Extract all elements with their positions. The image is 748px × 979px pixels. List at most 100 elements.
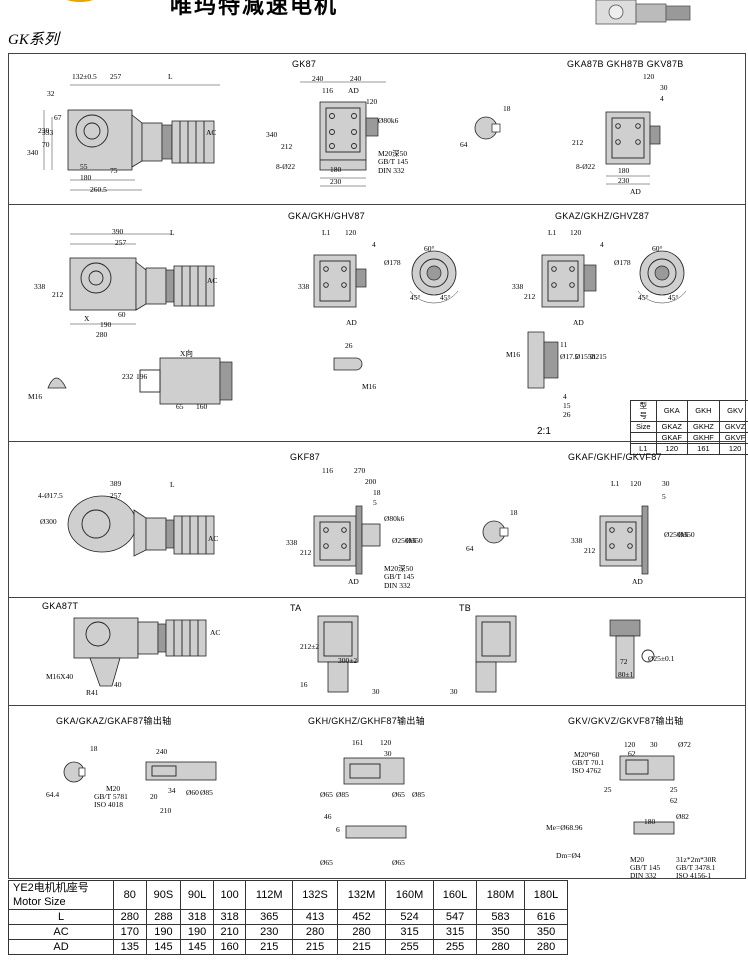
table-row: 型号 GKA GKH GKV xyxy=(630,400,748,422)
header: 唯玛特减速电机 xyxy=(0,0,748,30)
dim-label: 270 xyxy=(354,466,366,475)
dim-label: Ø85 xyxy=(412,790,425,799)
dim-label: 15 xyxy=(563,401,571,410)
dim-label: 338 xyxy=(34,282,46,291)
table-cell: 280 xyxy=(475,939,526,955)
table-row: GKAF GKHF GKVF xyxy=(630,432,748,444)
table-row: AD 135 145 145 160 215 215 215 255 255 2… xyxy=(8,939,568,955)
gkf87-front-view xyxy=(313,505,381,575)
dim-label: AD xyxy=(573,318,584,327)
table-cell: 280 xyxy=(337,924,387,940)
table-cell: 135 xyxy=(113,939,147,955)
dim-label: 190 xyxy=(100,320,112,329)
dim-label: 60° xyxy=(652,244,663,253)
dim-label: AC xyxy=(206,128,217,137)
dim-label: Ø215 xyxy=(590,352,607,361)
dim-label: 25 xyxy=(670,785,678,794)
gkaz87-front-view xyxy=(541,250,687,308)
dim-label: AD xyxy=(348,577,359,586)
dim-label: GB/T 145 xyxy=(384,572,415,581)
dim-label: AC xyxy=(208,534,219,543)
dim-label: 338 xyxy=(298,282,310,291)
dim-label: 180 xyxy=(644,817,656,826)
dim-label: Ø25±0.1 xyxy=(648,654,675,663)
dim-label: 80±1 xyxy=(618,670,634,679)
size-cell: 112M xyxy=(245,880,294,910)
dim-label: 8-Ø22 xyxy=(576,162,596,171)
table-cell: GKH xyxy=(687,400,720,422)
table-cell: GKAZ xyxy=(655,421,689,433)
dim-label: M20 xyxy=(630,855,645,864)
dim-label: M20 xyxy=(106,784,121,793)
dim-label: 257 xyxy=(110,72,122,81)
motor-size-label-en: Motor Size xyxy=(13,896,66,908)
dim-label: 55 xyxy=(80,162,88,171)
table-cell: GKVF xyxy=(718,432,748,444)
dim-label: 62 xyxy=(628,749,636,758)
table-cell: 255 xyxy=(385,939,435,955)
dim-label: ISO 4762 xyxy=(572,766,601,775)
table-cell: 120 xyxy=(718,443,748,455)
table-cell: 190 xyxy=(145,924,182,940)
dim-label: Me=Ø68.96 xyxy=(546,823,583,832)
gkh-output-shaft xyxy=(343,757,407,839)
dim-label: 32 xyxy=(47,89,55,98)
table-cell: 318 xyxy=(180,909,214,925)
dim-label: 31z*2m*30R xyxy=(676,855,717,864)
section-divider xyxy=(9,204,745,205)
gk87-front-view xyxy=(300,81,386,187)
dim-label: 116 xyxy=(322,466,333,475)
dim-label: 62 xyxy=(670,796,678,805)
dim-label: 240 xyxy=(156,747,168,756)
dim-label: M16 xyxy=(28,392,43,401)
gka-shaft-title: GKA/GKAZ/GKAF87输出轴 xyxy=(56,716,172,726)
dim-label: AD xyxy=(348,86,359,95)
dim-label: 340 xyxy=(266,130,278,139)
dim-label: 26 xyxy=(345,341,353,350)
table-cell: 120 xyxy=(655,443,689,455)
dim-label: 338 xyxy=(512,282,524,291)
dim-label: M20深50 xyxy=(384,564,414,573)
dim-label: 45° xyxy=(638,293,649,302)
dim-label: 34 xyxy=(168,786,176,795)
dim-label: 45° xyxy=(410,293,421,302)
dim-label: 212 xyxy=(300,548,312,557)
dim-label: 280 xyxy=(96,330,108,339)
size-cell: 80 xyxy=(113,880,147,910)
size-cell: 132S xyxy=(292,880,339,910)
dim-label: 257 xyxy=(110,491,122,500)
table-cell: 315 xyxy=(385,924,435,940)
dim-label: 116 xyxy=(322,86,333,95)
dim-label: 338 xyxy=(286,538,298,547)
table-cell: 210 xyxy=(212,924,247,940)
dim-label: L xyxy=(170,480,175,489)
torque-bush-detail xyxy=(609,619,655,679)
brand-name: 唯玛特减速电机 xyxy=(170,0,339,18)
dim-label: 4 xyxy=(600,240,604,249)
size-cell: 90S xyxy=(145,880,182,910)
dim-label: Ø65 xyxy=(392,790,405,799)
dim-label: DIN 332 xyxy=(384,581,411,590)
gk87b-title: GKA87B GKH87B GKV87B xyxy=(567,59,684,69)
gkaf87-title: GKAF/GKHF/GKVF87 xyxy=(568,452,662,462)
dim-label: Ø350 xyxy=(678,530,695,539)
gkaf87-front-view xyxy=(599,505,649,575)
dim-label: Ø300 xyxy=(40,517,57,526)
dim-label: 30 xyxy=(384,749,392,758)
dim-label: 120 xyxy=(630,479,642,488)
dim-label: X向 xyxy=(180,349,193,358)
table-cell: 616 xyxy=(524,909,568,925)
brand-logo xyxy=(66,0,94,2)
dim-label: 20 xyxy=(150,792,158,801)
table-cell: 280 xyxy=(524,939,568,955)
dim-label: 64 xyxy=(466,544,474,553)
table-cell: 170 xyxy=(113,924,147,940)
dim-label: ISO 4018 xyxy=(94,800,123,809)
dim-label: 4 xyxy=(563,392,567,401)
gk87-side-view xyxy=(43,84,220,191)
table-cell: 215 xyxy=(292,939,339,955)
table-cell: 318 xyxy=(212,909,247,925)
table-cell: 161 xyxy=(687,443,720,455)
dim-label: 212±2 xyxy=(300,642,320,651)
section-divider xyxy=(9,441,745,442)
